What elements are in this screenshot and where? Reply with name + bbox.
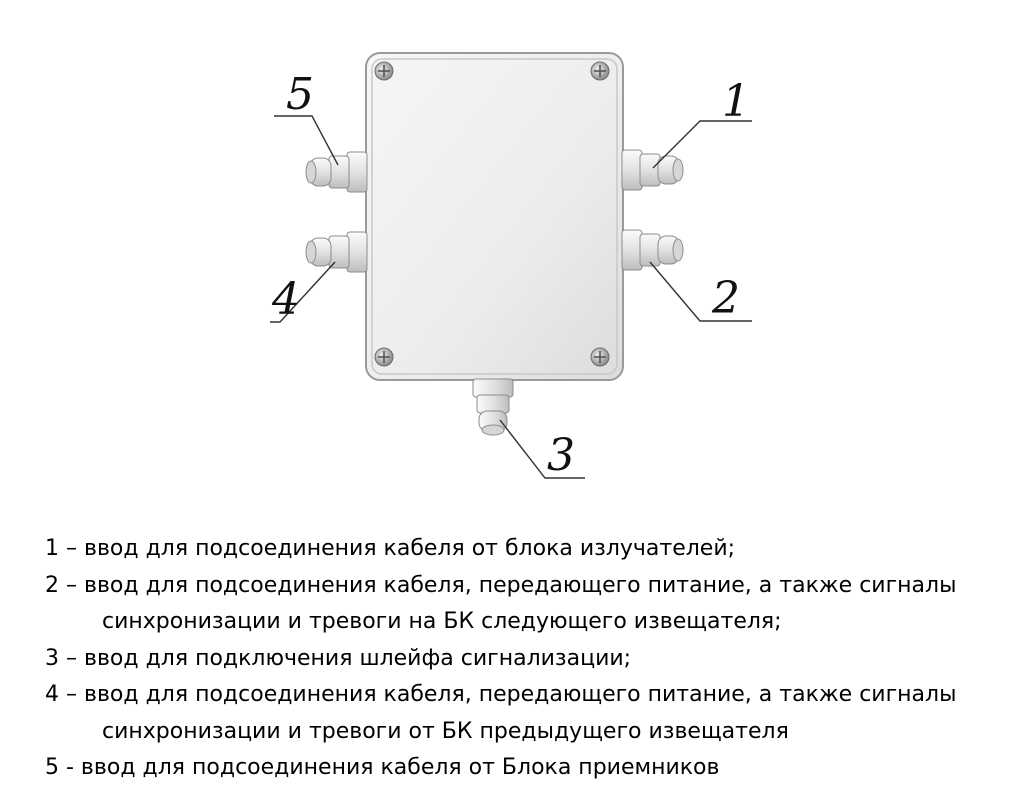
legend-item-3-text: 3 – ввод для подключения шлейфа сигнализ… <box>45 645 632 671</box>
legend-item-4-continuation: синхронизации и тревоги от БК предыдущег… <box>102 718 789 744</box>
junction-box-figure: 1 2 3 4 5 <box>270 52 752 481</box>
screw-bottom-left <box>374 347 394 367</box>
legend-item-1-text: 1 – ввод для подсоединения кабеля от бло… <box>45 536 736 561</box>
enclosure-body <box>365 52 624 381</box>
legend-item-5: 5 - ввод для подсоединения кабеля от Бло… <box>45 750 1005 787</box>
leader-2 <box>649 261 752 322</box>
legend-list: 1 – ввод для подсоединения кабеля от бло… <box>45 531 1005 787</box>
cable-gland-2 <box>621 229 684 271</box>
leader-lines <box>270 115 752 479</box>
legend-item-5-text: 5 - ввод для подсоединения кабеля от Бло… <box>45 755 720 780</box>
cable-gland-4 <box>305 231 368 273</box>
callout-1: 1 <box>722 76 750 127</box>
leader-5 <box>274 115 339 166</box>
enclosure-lid <box>371 58 618 375</box>
callout-2: 2 <box>711 273 740 324</box>
legend-item-1: 1 – ввод для подсоединения кабеля от бло… <box>45 531 1005 568</box>
leader-4 <box>270 261 336 323</box>
legend-item-4-text: 4 – ввод для подсоединения кабеля, перед… <box>45 682 957 707</box>
callout-3: 3 <box>547 430 575 481</box>
legend-item-2-continuation: синхронизации и тревоги на БК следующего… <box>102 609 782 634</box>
callout-5: 5 <box>286 69 314 120</box>
legend-item-3: 3 – ввод для подключения шлейфа сигнализ… <box>45 641 1005 678</box>
screw-top-left <box>374 61 394 81</box>
cable-gland-1 <box>621 149 684 191</box>
callout-4: 4 <box>271 274 300 325</box>
cable-gland-3 <box>472 378 514 436</box>
leader-3 <box>499 419 585 479</box>
legend-item-2-text: 2 – ввод для подсоединения кабеля, перед… <box>45 572 957 598</box>
legend-item-2: 2 – ввод для подсоединения кабеля, перед… <box>45 568 1005 641</box>
legend-item-4: 4 – ввод для подсоединения кабеля, перед… <box>45 677 1005 750</box>
cable-gland-5 <box>305 151 368 193</box>
leader-1 <box>652 120 752 169</box>
screw-bottom-right <box>590 347 610 367</box>
screw-top-right <box>590 61 610 81</box>
